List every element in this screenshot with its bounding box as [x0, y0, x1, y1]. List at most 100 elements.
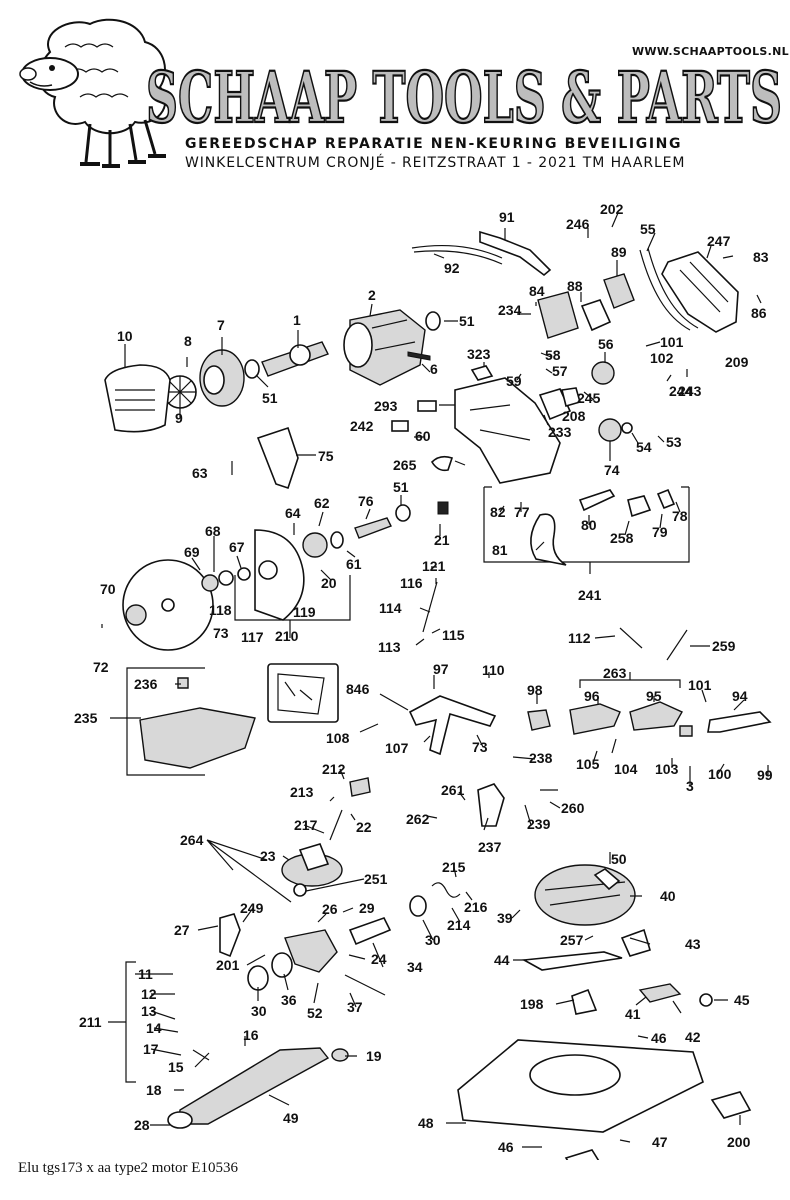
header: WWW.SCHAAPTOOLS.NL SCHAAP TOOLS & PARTS … [0, 0, 790, 175]
label-96: 96 [584, 688, 600, 704]
label-200 [710, 1091, 752, 1119]
label-56: 56 [598, 336, 614, 352]
label-7: 7 [217, 317, 225, 333]
label-234: 234 [498, 302, 522, 318]
label-293: 293 [374, 398, 398, 414]
label-251: 251 [364, 871, 388, 887]
label-42: 42 [685, 1029, 701, 1045]
label-60: 60 [415, 428, 431, 444]
label-246: 246 [566, 216, 590, 232]
armature-1 [261, 341, 329, 377]
wedge-43 [620, 928, 651, 957]
label-98: 98 [527, 682, 543, 698]
label-233: 233 [548, 424, 572, 440]
label-1: 1 [293, 312, 301, 328]
bracket-198 [571, 988, 598, 1015]
label-55: 55 [640, 221, 656, 237]
label-3: 3 [686, 778, 694, 794]
label-217: 217 [294, 817, 318, 833]
label-15: 15 [168, 1059, 184, 1075]
label-17: 17 [143, 1041, 159, 1057]
label-36: 36 [281, 992, 297, 1008]
bearing-51-top [425, 311, 441, 331]
label-45: 45 [734, 992, 750, 1008]
group-bracket-235 [110, 667, 205, 776]
label-41: 41 [625, 1006, 641, 1022]
label-64: 64 [285, 505, 301, 521]
latch-237 [477, 783, 505, 827]
brand-title: SCHAAP TOOLS & PARTS [146, 58, 783, 132]
clamp-41 [638, 983, 682, 1003]
bracket-233 [538, 388, 572, 421]
motor-housing-2 [343, 309, 426, 386]
knob-21 [437, 501, 449, 515]
label-27: 27 [174, 922, 190, 938]
label-54: 54 [636, 439, 652, 455]
label-257: 257 [560, 932, 584, 948]
label-117: 117 [241, 629, 264, 645]
label-78: 78 [672, 508, 688, 524]
label-88: 88 [567, 278, 583, 294]
label-12: 12 [141, 986, 157, 1002]
label-108: 108 [326, 730, 350, 746]
label-247: 247 [707, 233, 731, 249]
label-63: 63 [192, 465, 208, 481]
arm-49 [177, 1047, 330, 1125]
base-235 [139, 707, 256, 769]
label-101-mid: 101 [688, 677, 712, 693]
clamp-258 [627, 495, 652, 518]
guard-210 [254, 529, 305, 621]
label-74: 74 [604, 462, 620, 478]
sticker-323 [470, 365, 494, 381]
bearing-56 [591, 361, 615, 385]
label-61: 61 [346, 556, 362, 572]
label-216: 216 [464, 899, 488, 915]
label-39: 39 [497, 910, 513, 926]
label-40: 40 [660, 888, 676, 904]
label-100: 100 [708, 766, 732, 782]
body-52 [284, 929, 338, 973]
label-112: 112 [568, 630, 591, 646]
label-47: 47 [652, 1134, 668, 1150]
label-114: 114 [379, 600, 402, 616]
label-75: 75 [318, 448, 334, 464]
label-50: 50 [611, 851, 627, 867]
base-plate-48 [457, 1039, 704, 1133]
label-211: 211 [79, 1014, 102, 1030]
label-107: 107 [385, 740, 409, 756]
collar-36 [271, 952, 293, 978]
handle-75 [256, 426, 299, 490]
label-113: 113 [378, 639, 401, 655]
spring-259 [666, 629, 688, 661]
label-52: 52 [307, 1005, 323, 1021]
turntable-40 [534, 864, 636, 926]
label-13: 13 [141, 1003, 157, 1019]
bushing-34 [348, 917, 392, 946]
label-24: 24 [371, 951, 387, 967]
label-261: 261 [441, 782, 465, 798]
spring-55 [639, 247, 699, 331]
lever-97 [408, 695, 497, 756]
exploded-parts-diagram: 91 202 246 55 247 83 92 2 84 88 89 86 1 … [74, 201, 773, 1160]
bracket-98 [527, 709, 551, 731]
label-89: 89 [611, 244, 627, 260]
label-53: 53 [666, 434, 682, 450]
label-51-left: 51 [262, 390, 278, 406]
label-259: 259 [712, 638, 736, 654]
bushing-28 [167, 1111, 193, 1129]
label-73-mid: 73 [472, 739, 488, 755]
label-58: 58 [545, 347, 561, 363]
sheep-logo-icon [19, 18, 167, 168]
group-bracket-241 [483, 486, 690, 574]
flange-70 [125, 604, 147, 626]
label-18: 18 [146, 1082, 162, 1098]
label-34: 34 [407, 959, 423, 975]
label-209: 209 [725, 354, 749, 370]
header-subtitle-address: WINKELCENTRUM CRONJÉ - REITZSTRAAT 1 - 2… [185, 155, 686, 171]
label-8: 8 [184, 333, 192, 349]
bearing-51-mid [395, 504, 411, 522]
clip-208 [561, 387, 581, 407]
label-22: 22 [356, 819, 372, 835]
bushing-19 [331, 1048, 349, 1062]
label-201: 201 [216, 957, 240, 973]
